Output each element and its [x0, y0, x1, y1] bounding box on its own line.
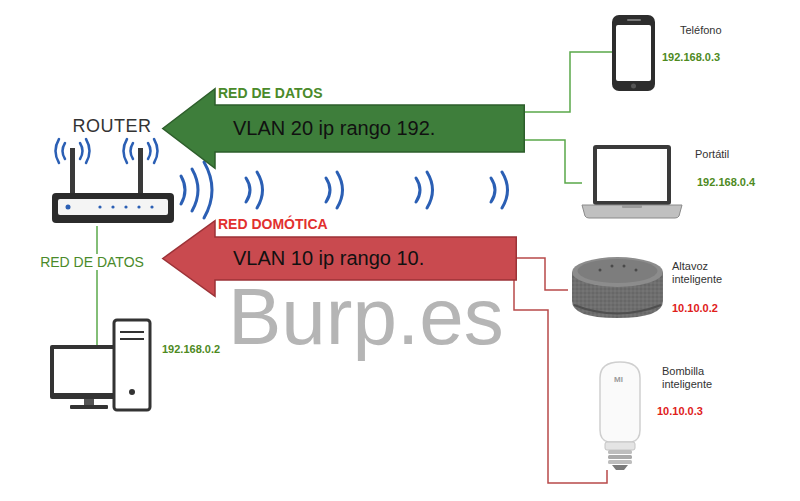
node-label: VLAN 10 ip rango 10.	[233, 247, 424, 270]
device-label: 192.168.0.3	[662, 51, 720, 64]
device-label: Portátil	[695, 148, 729, 161]
network-wire	[96, 226, 98, 318]
vlan-band: RED DE DATOSVLAN 20 ip rango 192.	[215, 105, 525, 152]
network-wire	[514, 280, 607, 483]
phone-icon	[612, 15, 655, 91]
device-speaker: Altavoz inteligente 10.10.0.2	[568, 252, 742, 320]
connector-label: RED DE DATOS	[37, 254, 147, 270]
device-laptop: Portátil 192.168.0.4	[582, 145, 760, 219]
network-wire	[525, 52, 612, 112]
watermark: Burp.es	[228, 281, 504, 353]
band-heading: RED DE DATOS	[218, 85, 323, 101]
wifi-waves	[181, 162, 508, 218]
device-label: 192.168.0.2	[162, 343, 220, 356]
device-label: 10.10.0.2	[672, 302, 718, 315]
speaker-icon	[572, 257, 663, 318]
device-label: Teléfono	[680, 24, 722, 37]
router-icon	[52, 139, 174, 223]
vlan-band: RED DOMÓTICAVLAN 10 ip rango 10.	[215, 237, 517, 280]
bulb-icon	[600, 362, 640, 470]
router: ROUTER	[48, 116, 180, 226]
laptop-icon	[582, 145, 682, 218]
device-label: 10.10.0.3	[657, 405, 703, 418]
band-heading: RED DOMÓTICA	[218, 216, 328, 232]
network-wire	[525, 140, 582, 183]
logo-text: MI	[614, 375, 623, 384]
device-label: Altavoz inteligente	[672, 260, 738, 286]
device-pc: 192.168.0.2	[48, 318, 225, 413]
node-label: VLAN 20 ip rango 192.	[233, 117, 435, 140]
device-label: 192.168.0.4	[697, 176, 755, 189]
network-wire	[517, 258, 568, 290]
node-label: ROUTER	[48, 116, 176, 137]
device-label: Bombilla inteligente	[662, 365, 734, 391]
device-phone: Teléfono 192.168.0.3	[612, 14, 726, 92]
desktop-pc-icon	[50, 318, 150, 410]
arrow-band-outline	[163, 89, 525, 169]
